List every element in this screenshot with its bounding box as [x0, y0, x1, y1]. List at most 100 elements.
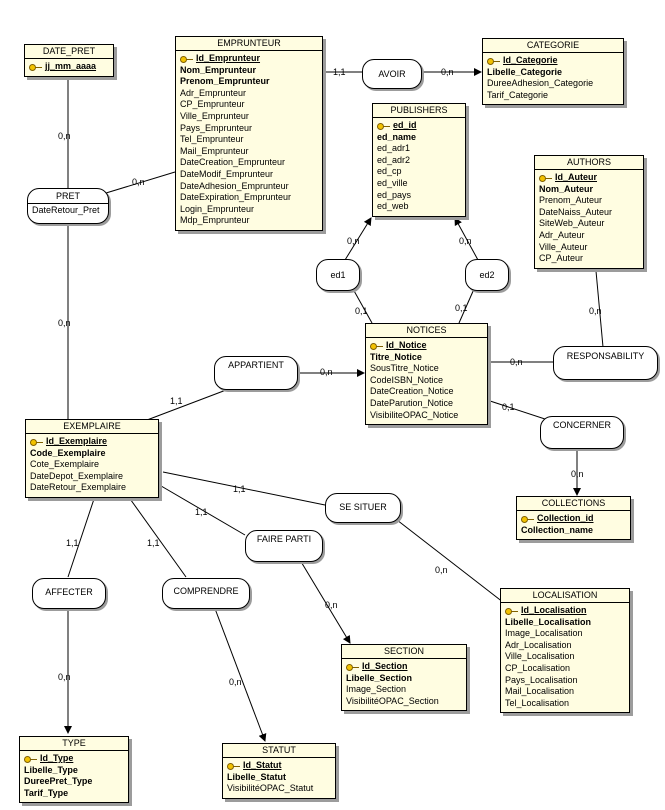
entity-title: SECTION [342, 645, 466, 659]
assoc-avoir[interactable]: AVOIR [362, 59, 422, 89]
cardinality-label: 0,1 [355, 306, 368, 316]
entity-attribute: Prenom_Auteur [539, 195, 603, 206]
assoc-attribute: DateRetour_Pret [28, 203, 108, 218]
assoc-se-situer[interactable]: SE SITUER [325, 493, 401, 523]
link-ed2-notices [458, 288, 475, 324]
assoc-name: RESPONSABILITY [566, 351, 645, 361]
assoc-name: COMPRENDRE [173, 586, 239, 596]
entity-attribute: Pays_Emprunteur [180, 122, 253, 133]
assoc-name: FAIRE PARTI [256, 534, 312, 544]
entity-title: CATEGORIE [483, 39, 623, 53]
entity-required-attribute: Libelle_Statut [227, 771, 287, 782]
key-attribute: Id_Section [362, 661, 408, 671]
entity-required-attribute: Collection_name [521, 524, 594, 535]
assoc-responsability[interactable]: RESPONSABILITY [553, 346, 658, 380]
entity-key-row: Collection_id [521, 513, 626, 525]
assoc-faire-parti[interactable]: FAIRE PARTI [245, 530, 323, 562]
key-attribute: Id_Categorie [503, 55, 558, 65]
entity-required-attribute: Titre_Notice [370, 351, 422, 362]
entity-attribute: DureeAdhesion_Categorie [487, 78, 594, 89]
assoc-name: PRET [55, 191, 80, 201]
key-icon [521, 515, 534, 523]
entity-attribute: Image_Localisation [505, 628, 583, 639]
assoc-name: AFFECTER [45, 587, 93, 597]
key-attribute: Id_Statut [243, 760, 282, 770]
cardinality-label: 0,n [571, 469, 584, 479]
key-attribute: Id_Emprunteur [196, 53, 261, 63]
assoc-name: AVOIR [378, 69, 406, 79]
entity-attribute: ed_pays [377, 189, 412, 200]
entity-attribute: Mail_Localisation [505, 686, 575, 697]
assoc-pret[interactable]: PRET DateRetour_Pret [27, 188, 109, 224]
entity-attribute: SousTitre_Notice [370, 363, 439, 374]
key-icon [24, 755, 37, 763]
link-faire-parti-section [299, 559, 351, 644]
entity-key-row: jj_mm_aaaa [29, 61, 109, 73]
cardinality-label: 1,1 [195, 507, 208, 517]
entity-required-attribute: Nom_Emprunteur [180, 64, 257, 75]
cardinality-label: 0,n [229, 677, 242, 687]
entity-attribute: ed_cp [377, 166, 402, 177]
entity-attribute: Ville_Emprunteur [180, 110, 249, 121]
entity-required-attribute: Code_Exemplaire [30, 447, 106, 458]
entity-required-attribute: Libelle_Localisation [505, 616, 592, 627]
entity-key-row: Id_Exemplaire [30, 436, 154, 448]
entity-attribute: CodeISBN_Notice [370, 374, 444, 385]
entity-required-attribute: Prenom_Emprunteur [180, 76, 270, 87]
cardinality-label: 0,n [459, 236, 472, 246]
entity-attribute: Ville_Localisation [505, 651, 575, 662]
entity-attribute: DateCreation_Emprunteur [180, 157, 286, 168]
entity-attribute: DateModif_Emprunteur [180, 168, 274, 179]
assoc-appartient[interactable]: APPARTIENT [214, 356, 298, 390]
link-comprendre-exemplaire [127, 495, 187, 578]
cardinality-label: 0,n [510, 357, 523, 367]
cardinality-label: 0,n [347, 236, 360, 246]
entity-attribute: Image_Section [346, 684, 407, 695]
key-icon [487, 57, 500, 65]
entity-attribute: ed_ville [377, 177, 408, 188]
entity-key-row: Id_Section [346, 661, 462, 673]
entity-attribute: DateExpiration_Emprunteur [180, 192, 292, 203]
key-attribute: Id_Auteur [555, 172, 598, 182]
cardinality-label: 0,n [435, 565, 448, 575]
assoc-affecter[interactable]: AFFECTER [32, 578, 106, 609]
entity-attribute: DateParution_Notice [370, 397, 454, 408]
entity-attribute: Login_Emprunteur [180, 203, 255, 214]
entity-attribute: CP_Emprunteur [180, 99, 245, 110]
entity-attribute: ed_adr2 [377, 154, 411, 165]
key-icon [539, 174, 552, 182]
entity-attribute: CP_Localisation [505, 662, 571, 673]
assoc-ed2[interactable]: ed2 [465, 259, 509, 291]
entity-title: EMPRUNTEUR [176, 37, 322, 51]
assoc-concerner[interactable]: CONCERNER [540, 416, 624, 449]
entity-title: PUBLISHERS [373, 104, 465, 118]
key-attribute: jj_mm_aaaa [45, 61, 97, 71]
cardinality-label: 0,1 [455, 303, 468, 313]
key-attribute: Id_Type [40, 753, 74, 763]
cardinality-label: 1,1 [66, 538, 79, 548]
assoc-ed1[interactable]: ed1 [316, 259, 360, 291]
entity-key-row: Id_Localisation [505, 605, 625, 617]
assoc-comprendre[interactable]: COMPRENDRE [162, 578, 250, 609]
entity-key-row: Id_Categorie [487, 55, 619, 67]
entity-required-attribute: Libelle_Type [24, 764, 78, 775]
entity-key-row: Id_Auteur [539, 172, 639, 184]
link-se-situer-localisation [396, 519, 509, 607]
entity-date-pret[interactable]: DATE_PRET jj_mm_aaaa [24, 44, 114, 77]
